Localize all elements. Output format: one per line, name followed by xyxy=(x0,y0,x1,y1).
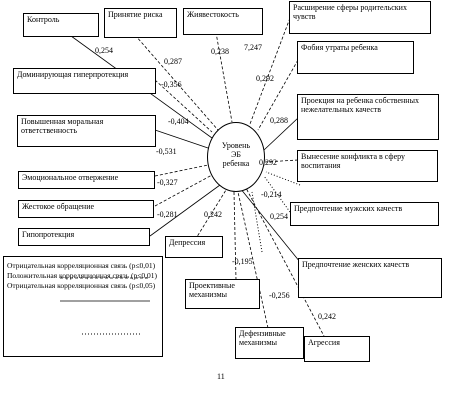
box-zhestokoe: Жестокое обращение xyxy=(18,200,154,218)
value-label: -0,281 xyxy=(157,210,178,219)
value-label: 0,292 xyxy=(256,74,274,83)
box-rasshirenie: Расширение сферы родительских чувств xyxy=(289,1,431,34)
box-proekciya: Проекция на ребенка собственных нежелате… xyxy=(297,94,439,140)
value-label: -0,214 xyxy=(261,190,282,199)
line-defens xyxy=(237,191,269,329)
line-proektiv-dot xyxy=(251,191,263,253)
legend-negative-005: Отрицательная корреляционная связь (р≤0,… xyxy=(7,281,156,290)
value-label: 7,247 xyxy=(244,43,262,52)
value-label: -0,356 xyxy=(161,80,182,89)
line-agressiya xyxy=(245,187,326,339)
line-prinyatie xyxy=(134,34,219,131)
box-zhensk: Предпочтение женских качеств xyxy=(298,258,442,298)
box-gipopro: Гипопротекция xyxy=(18,228,150,246)
value-label: -0,256 xyxy=(269,291,290,300)
line-rasshirenie xyxy=(249,17,291,125)
value-label: 0,287 xyxy=(164,57,182,66)
legend-positive-001: Положительная корреляционная связь (р≤0,… xyxy=(7,271,157,280)
value-label: -0,404 xyxy=(168,117,189,126)
line-zhestokoe xyxy=(154,174,213,207)
value-label: 0,254 xyxy=(95,46,113,55)
box-prinyatie: Принятие риска xyxy=(104,8,177,38)
line-povysh xyxy=(154,129,209,149)
center-node: Уровень ЭБ ребенка xyxy=(207,122,265,192)
line-zhestokost xyxy=(214,26,233,123)
page-number: 11 xyxy=(217,372,225,381)
legend-negative-001: Отрицательная корреляционная связь (р≤0,… xyxy=(7,261,156,270)
line-vynesenie xyxy=(264,159,299,163)
box-agressiya: Агрессия xyxy=(304,336,370,362)
box-povysh: Повышенная моральная ответственность xyxy=(17,115,156,147)
value-label: -0,531 xyxy=(156,147,177,156)
line-emocion xyxy=(154,164,209,177)
value-label: 0,242 xyxy=(318,312,336,321)
box-vynesenie: Вынесение конфликта в сферу воспитания xyxy=(297,150,438,182)
value-label: -0,195 xyxy=(232,257,253,266)
line-proekciya xyxy=(263,117,299,151)
box-defens: Дефензивные механизмы xyxy=(235,327,304,359)
line-vynesenie-dot xyxy=(265,171,301,186)
box-proektiv: Проективные механизмы xyxy=(185,279,260,309)
line-zhensk xyxy=(239,187,301,263)
value-label: 0,254 xyxy=(270,212,288,221)
value-label: 0,292 xyxy=(259,158,277,167)
box-depressiya: Депрессия xyxy=(165,236,223,258)
line-proektiv xyxy=(233,191,237,281)
box-zhestokost: Жиявестокость xyxy=(183,8,263,35)
value-label: 0,242 xyxy=(204,210,222,219)
value-label: -0,327 xyxy=(157,178,178,187)
line-fobiya xyxy=(257,59,299,131)
box-emocion: Эмоциональное отвержение xyxy=(18,171,155,189)
value-label: 0,238 xyxy=(211,47,229,56)
center-line3: ребенка xyxy=(222,159,250,168)
center-line1: Уровень xyxy=(221,141,251,150)
legend: Отрицательная корреляционная связь (р≤0,… xyxy=(3,256,163,357)
value-label: 0,288 xyxy=(270,116,288,125)
box-fobiya: Фобия утраты ребенка xyxy=(297,41,414,74)
box-kontrol: Контроль xyxy=(23,13,99,37)
box-muzh: Предпочтение мужских качеств xyxy=(290,202,439,226)
line-dominir xyxy=(154,79,213,133)
line-gipopro xyxy=(149,184,221,237)
box-dominir: Доминирующая гиперпротекция xyxy=(13,68,156,94)
center-line2: ЭБ xyxy=(231,150,241,159)
